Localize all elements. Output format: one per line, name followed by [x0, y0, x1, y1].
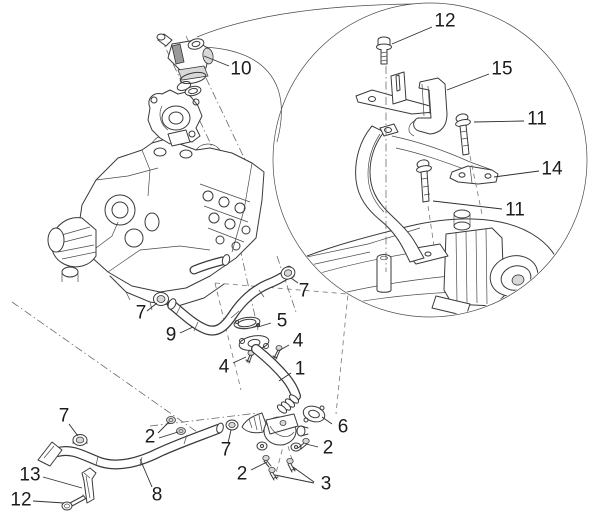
flange-6 [302, 405, 326, 423]
callout-label-2-18: 2 [237, 464, 248, 485]
callout-leader-15 [446, 73, 490, 91]
callout-label-5-9: 5 [277, 311, 288, 332]
callout-label-7-7: 7 [136, 303, 147, 324]
inset-bolt-11-lower [416, 159, 432, 203]
detail-link-curve-lower [203, 46, 282, 143]
callout-leader-4 [232, 356, 247, 364]
callout-label-11-3: 11 [527, 109, 547, 130]
nuts-2-left [166, 416, 186, 435]
inset-strap-bracket [355, 71, 435, 115]
clamp-7-right [280, 266, 296, 280]
callout-label-14-4: 14 [541, 159, 563, 180]
callout-label-4-10: 4 [293, 331, 304, 352]
nut-7-bottom-center [225, 419, 239, 431]
callout-label-9-8: 9 [166, 325, 177, 346]
callout-label-2-15: 2 [145, 427, 156, 448]
callout-leader-2 [305, 443, 319, 448]
callout-label-11-5: 11 [505, 200, 525, 221]
callout-label-2-17: 2 [323, 438, 334, 459]
callout-leader-11 [432, 200, 503, 210]
callout-leader-12 [32, 500, 65, 504]
callout-label-12-22: 12 [10, 490, 31, 511]
inset-bolt-12 [376, 36, 392, 65]
callout-label-7-16: 7 [221, 440, 232, 461]
valve-bracket-assembly [147, 81, 203, 147]
inset-mount-bracket [355, 123, 493, 263]
clamp-7-left [153, 292, 169, 306]
callout-label-4-11: 4 [219, 357, 230, 378]
inset-engine-view [291, 209, 567, 316]
exhaust-pipe-1 [251, 344, 301, 414]
callout-label-1-12: 1 [295, 359, 306, 380]
screw-12-bottom [61, 494, 87, 511]
callout-leader-3 [274, 474, 315, 484]
callout-label-6-13: 6 [338, 417, 349, 438]
construction-lines [11, 35, 349, 474]
air-pump-assembly [241, 412, 309, 452]
hose-8 [37, 422, 224, 470]
bracket-13 [81, 467, 97, 504]
stud-4-right [272, 345, 283, 360]
callout-leader-7 [227, 429, 232, 444]
callout-label-12-1: 12 [434, 11, 455, 32]
pipe-bellows [276, 394, 300, 414]
gasket-5 [233, 316, 261, 330]
callout-leader-10 [203, 55, 230, 67]
detail-link-curve-upper [196, 3, 414, 38]
callout-leader-8 [139, 458, 153, 488]
engine-illustration [47, 134, 265, 313]
callout-label-3-20: 3 [321, 474, 332, 495]
callout-leader-9 [179, 326, 194, 334]
detail-link-curves [196, 3, 414, 143]
callout-leader-7 [146, 302, 158, 312]
callout-label-8-21: 8 [152, 485, 163, 506]
part-10-valve [156, 33, 214, 97]
screw-2-right [297, 437, 310, 450]
callout-leader-14 [493, 170, 540, 178]
callout-leader-2 [158, 431, 179, 439]
callout-leader-7 [290, 277, 299, 284]
callout-label-10-0: 10 [230, 59, 251, 80]
callout-leader-6 [321, 416, 333, 425]
detail-circle [272, 2, 588, 318]
callout-leader-1 [278, 372, 292, 382]
callout-leader-5 [257, 322, 272, 328]
callout-label-7-6: 7 [299, 281, 310, 302]
callout-leader-3 [292, 466, 315, 483]
nut-7-bottom-left [72, 434, 88, 446]
valvetrain-detail [199, 183, 251, 251]
callout-leader-13 [42, 476, 83, 489]
callout-leader-2 [250, 461, 268, 471]
callout-leader-12 [391, 26, 433, 45]
inset-boss-cylinder [376, 254, 392, 293]
screw-2-bottom [262, 454, 272, 468]
callout-leader-2 [157, 421, 170, 434]
inset-bracket-15 [408, 77, 448, 137]
callout-leader-4 [279, 344, 290, 351]
inset-bolt-11-upper [455, 113, 471, 156]
callout-label-7-14: 7 [59, 406, 70, 427]
callout-label-15-2: 15 [491, 59, 512, 80]
callout-leader-7 [68, 423, 79, 437]
screws-3 [268, 457, 297, 481]
callout-label-13-19: 13 [19, 465, 40, 486]
callout-leader-11 [473, 120, 525, 123]
